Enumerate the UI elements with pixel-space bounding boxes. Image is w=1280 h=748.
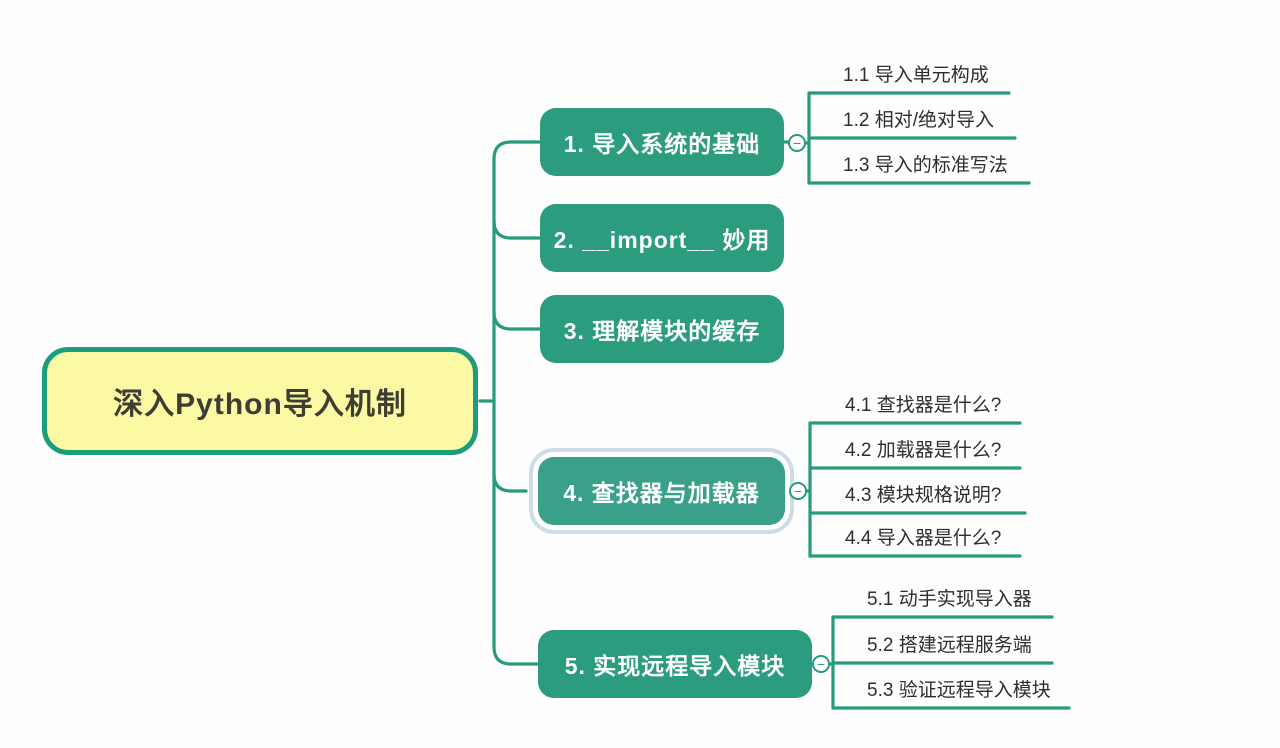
child-topic-1-1[interactable]: 1.1 导入单元构成 <box>843 65 989 86</box>
child-topic-5-1[interactable]: 5.1 动手实现导入器 <box>867 589 1032 610</box>
branch-node-1[interactable]: 1. 导入系统的基础 <box>540 108 784 176</box>
child-topic-1-2[interactable]: 1.2 相对/绝对导入 <box>843 110 994 131</box>
child-topic-4-4[interactable]: 4.4 导入器是什么? <box>845 528 1002 549</box>
child-topic-4-2[interactable]: 4.2 加载器是什么? <box>845 440 1002 461</box>
child-topic-5-3[interactable]: 5.3 验证远程导入模块 <box>867 680 1051 701</box>
connector-branch-3 <box>492 310 542 331</box>
collapse-minus-icon-branch-4[interactable]: − <box>789 482 807 500</box>
branch-node-2[interactable]: 2. __import__ 妙用 <box>540 204 784 272</box>
collapse-minus-icon-branch-5[interactable]: − <box>812 655 830 673</box>
branch-node-5[interactable]: 5. 实现远程导入模块 <box>538 630 812 698</box>
collapse-minus-icon-branch-1[interactable]: − <box>788 134 806 152</box>
branch-node-3[interactable]: 3. 理解模块的缓存 <box>540 295 784 363</box>
child-topic-1-3[interactable]: 1.3 导入的标准写法 <box>843 155 1008 176</box>
connector-branch-2 <box>492 219 542 240</box>
connector-spine <box>492 140 542 666</box>
child-topic-5-2[interactable]: 5.2 搭建远程服务端 <box>867 635 1032 656</box>
branch-node-4-selected[interactable]: 4. 查找器与加载器 <box>538 457 785 525</box>
root-node[interactable]: 深入Python导入机制 <box>42 347 478 455</box>
child-topic-4-3[interactable]: 4.3 模块规格说明? <box>845 485 1002 506</box>
connector-branch-4 <box>492 472 528 493</box>
child-topic-4-1[interactable]: 4.1 查找器是什么? <box>845 395 1002 416</box>
